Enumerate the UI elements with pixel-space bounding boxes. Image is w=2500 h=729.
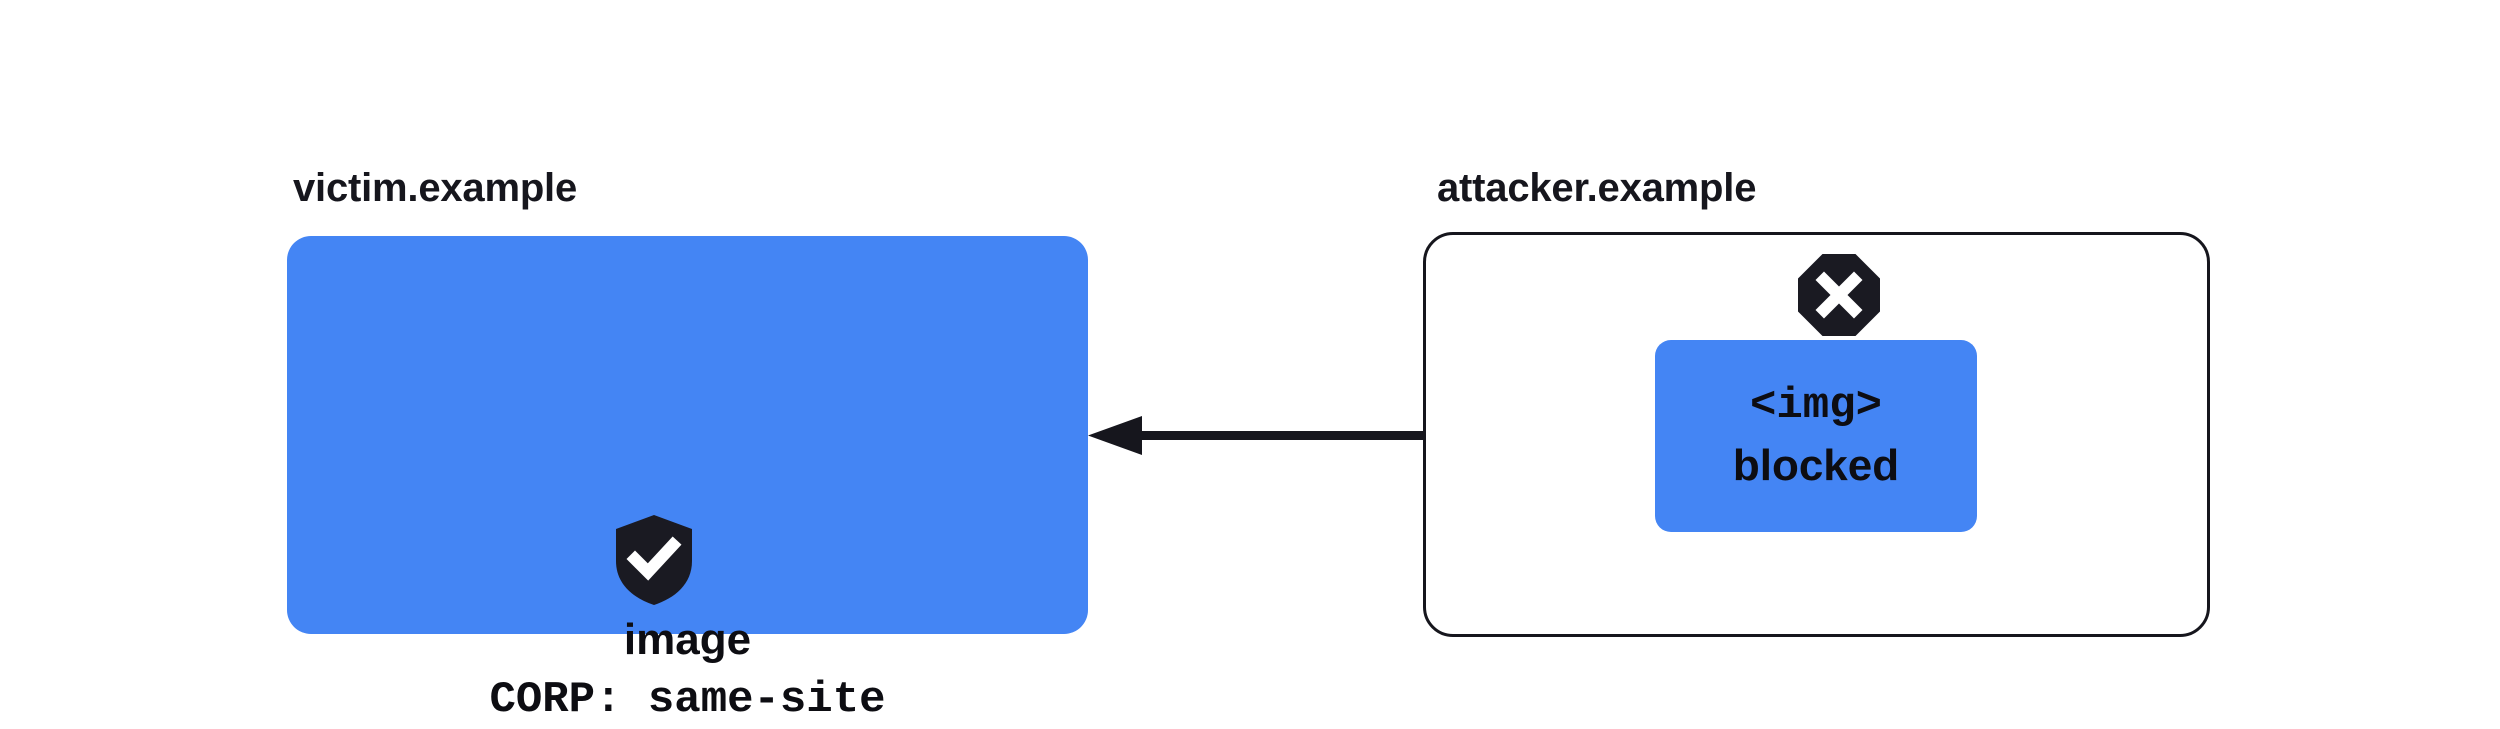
attacker-img-element-box: <img> blocked: [1655, 340, 1977, 532]
attacker-element-tag: <img>: [1749, 381, 1883, 431]
victim-resource-name: image: [623, 615, 752, 664]
attacker-origin-label: attacker.example: [1437, 166, 1757, 210]
victim-resource-header: CORP: same-site: [489, 675, 886, 725]
victim-resource-text: image CORP: same-site: [287, 610, 1088, 729]
arrow-left-icon: [1080, 408, 1664, 464]
attacker-status: blocked: [1732, 441, 1900, 490]
attacker-img-text: <img> blocked: [1655, 376, 1977, 496]
octagon-x-icon: [1797, 253, 1881, 337]
victim-origin-label: victim.example: [293, 166, 578, 210]
victim-origin-box: image CORP: same-site: [287, 236, 1088, 725]
shield-check-icon: [614, 514, 694, 606]
